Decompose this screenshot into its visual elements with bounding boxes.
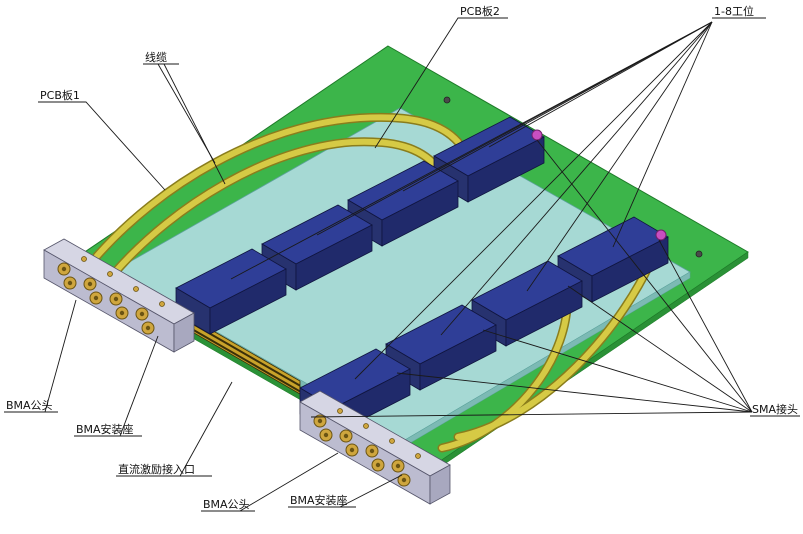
label-bma-male-bottom: BMA公头 [203,498,250,511]
bma-pin [415,453,421,459]
leader-pcb1 [38,101,166,191]
label-bma-mount-left: BMA安装座 [76,422,134,436]
cables [92,112,664,453]
label-sma: SMA接头 [752,403,798,416]
sma-connector-nub [531,129,543,141]
leader-bma-male-left [44,299,77,413]
leader-sma-5 [396,372,753,413]
cable-2 [114,138,439,273]
leader-sma-1 [536,139,753,413]
bma-pin [363,423,369,429]
leader-sma-6 [310,411,753,418]
leader-station-3 [402,21,713,192]
cable-1 [94,114,461,259]
bma-pin [389,438,395,444]
leader-bma-male-bottom [239,452,339,512]
label-pcb1: PCB板1 [40,88,80,102]
label-bma-male-left: BMA公头 [6,399,53,412]
leader-sma-4 [482,329,753,413]
bma-pin [81,256,87,262]
bma-block-bottom [299,390,451,505]
leader-station-7 [526,21,713,292]
bma-pin [337,408,343,414]
cable-4 [455,240,662,440]
leader-cable-2 [163,63,226,185]
leader-sma-3 [567,285,753,413]
sma-connector-nub [655,229,667,241]
bma-block-bottom-end [429,464,451,505]
leader-station-8 [612,21,713,248]
bma-connectors-bottom [313,408,421,487]
label-stations: 1-8工位 [714,4,754,18]
bma-pin [159,301,165,307]
leader-station-6 [440,21,713,336]
leader-station-4 [488,21,713,148]
leader-sma-2 [658,239,753,413]
screw-top [443,96,451,104]
leader-station-5 [354,21,713,380]
board-screws [134,96,703,301]
label-dc-port: 直流激励接入口 [118,462,195,476]
bma-pin [107,271,113,277]
leader-dc-port [179,381,233,477]
leader-pcb2 [374,17,508,149]
bma-block-left-end [173,312,195,353]
label-bma-mount-bottom: BMA安装座 [290,493,348,507]
bma-connectors-left [57,256,165,335]
label-pcb2: PCB板2 [460,4,500,18]
leader-bma-mount-bottom [339,474,403,508]
bma-pin [133,286,139,292]
bma-block-left [43,238,195,353]
module-row-1 [175,116,545,335]
label-cable: 线缆 [145,50,167,64]
screw-right [695,250,703,258]
leader-lines [4,17,800,512]
labels: PCB板1 线缆 PCB板2 1-8工位 BMA公头 BMA安装座 直流激励接入… [6,4,798,511]
leader-bma-mount-left [119,335,159,437]
